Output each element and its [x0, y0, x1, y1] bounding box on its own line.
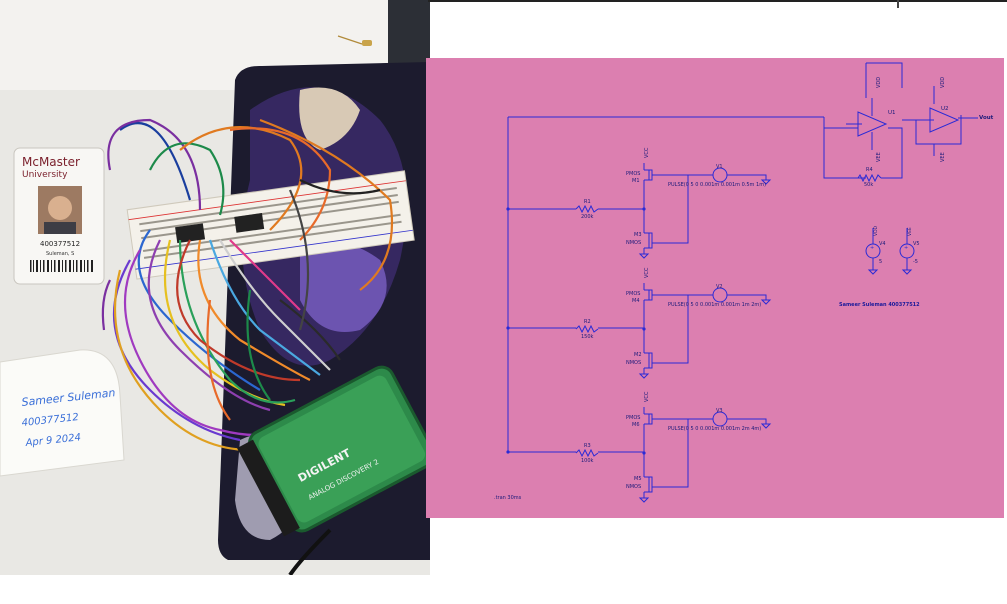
resistor-value: 200k — [581, 214, 594, 220]
frame-tick — [897, 0, 899, 8]
id-card-number: 400377512 — [40, 240, 80, 248]
u2-vdd-label: VDD — [940, 77, 946, 88]
opamp-u2: U2 VDD VEE — [929, 77, 960, 162]
junction-dot — [506, 326, 510, 330]
junction-dot — [506, 450, 510, 454]
frame-line — [428, 0, 1007, 2]
nmos-name: M5 — [634, 476, 642, 482]
v5-name: V5 — [913, 241, 920, 247]
vout-label: Vout — [979, 115, 994, 121]
barcode — [30, 260, 93, 272]
v5-value: -5 — [913, 259, 918, 265]
opamp-u2-label: U2 — [941, 106, 949, 112]
pmos-name: M6 — [632, 422, 640, 428]
source-value: PULSE(0 5 0 0.001m 0.001m 0.5m 1m) — [668, 182, 766, 188]
svg-text:+: + — [870, 245, 874, 251]
junction-dot — [506, 207, 510, 211]
supply-v4: + V4 5 VDD — [865, 225, 886, 275]
schematic-wires — [507, 62, 978, 453]
vcc-label: VCC — [644, 147, 650, 158]
author-label: Sameer Suleman 400377512 — [839, 302, 920, 308]
id-card-university-2: University — [22, 170, 68, 180]
tran-directive: .tran 30ms — [494, 495, 522, 501]
nmos-name: M2 — [634, 352, 642, 358]
resistor-name: R1 — [584, 199, 591, 205]
nmos-name: M3 — [634, 232, 642, 238]
resistor-value: 150k — [581, 334, 594, 340]
resistor-r4: R4 50k — [857, 167, 882, 188]
pmos-name: M4 — [632, 298, 640, 304]
v4-value: 5 — [879, 259, 882, 265]
id-card: McMaster University 400377512 Suleman, S — [13, 147, 105, 285]
supply-v5: + V5 -5 VEE — [899, 227, 920, 275]
vcc-label: VCC — [644, 267, 650, 278]
u1-vdd-label: VDD — [876, 77, 882, 88]
source-value: PULSE(0 5 0 0.001m 0.001m 2m 4m) — [668, 426, 761, 432]
jumper-wires — [101, 118, 394, 452]
chip — [234, 213, 265, 233]
resistor-name: R3 — [584, 443, 591, 449]
id-card-name: Suleman, S — [46, 251, 74, 257]
nmos-type: NMOS — [626, 240, 641, 246]
resistor-value: 100k — [581, 458, 594, 464]
handwritten-note: Sameer Suleman 400377512 Apr 9 2024 — [0, 349, 125, 477]
id-card-university: McMaster — [22, 155, 80, 169]
source-name: V1 — [716, 164, 723, 170]
source-name: V2 — [716, 284, 723, 290]
u1-vee-label: VEE — [876, 152, 882, 162]
r4-value: 50k — [864, 182, 873, 188]
resistor-name: R2 — [584, 319, 591, 325]
vcc-label: VCC — [644, 391, 650, 402]
chip — [175, 223, 206, 244]
pmos-type: PMOS — [626, 171, 640, 177]
opamp-u1-label: U1 — [888, 110, 896, 116]
analog-discovery-device: DIGILENT ANALOG DISCOVERY 2 — [237, 365, 430, 537]
pmos-type: PMOS — [626, 415, 640, 421]
v4-name: V4 — [879, 241, 886, 247]
r4-name: R4 — [866, 167, 873, 173]
u2-vee-label: VEE — [940, 152, 946, 162]
v4-vdd-label: VDD — [873, 225, 879, 236]
opamp-u1: U1 VDD VEE — [857, 77, 896, 162]
nmos-type: NMOS — [626, 360, 641, 366]
source-value: PULSE(0 5 0 0.001m 0.001m 1m 2m) — [668, 302, 761, 308]
breadboard-photo: McMaster University 400377512 Suleman, S — [0, 0, 430, 575]
pmos-name: M1 — [632, 178, 640, 184]
svg-text:+: + — [904, 245, 908, 251]
pmos-type: PMOS — [626, 291, 640, 297]
nmos-type: NMOS — [626, 484, 641, 490]
v5-vee-label: VEE — [907, 227, 913, 236]
source-name: V3 — [716, 408, 723, 414]
